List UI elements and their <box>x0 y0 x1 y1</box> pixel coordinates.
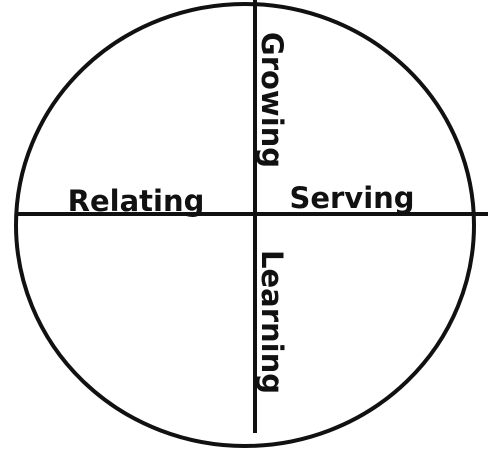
label-growing: Growing <box>255 32 289 168</box>
label-relating: Relating <box>68 184 205 218</box>
outer-circle <box>14 2 476 448</box>
label-serving: Serving <box>289 181 414 215</box>
label-learning: Learning <box>255 250 289 394</box>
